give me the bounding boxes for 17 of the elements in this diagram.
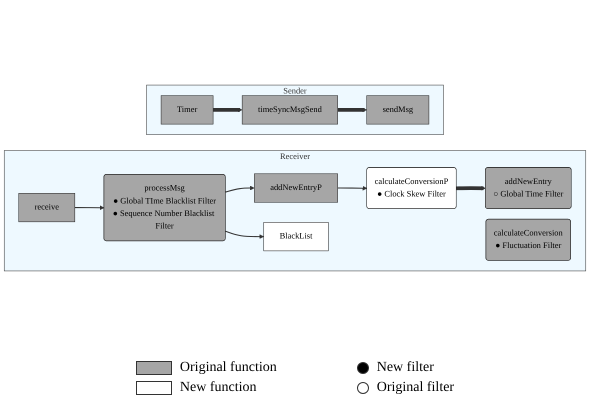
node-box: Timer — [160, 95, 214, 124]
legend-label: New filter — [376, 360, 434, 376]
arrow — [225, 230, 264, 239]
arrow — [213, 108, 242, 112]
node-box: addNewEntryP — [254, 174, 338, 203]
node-box: BlackList — [264, 222, 329, 252]
arrow — [456, 186, 486, 191]
arrow — [74, 205, 104, 210]
legend-label: Original filter — [376, 380, 454, 396]
legend-label: Original function — [180, 360, 277, 376]
node-box: receive — [18, 193, 76, 222]
arrow — [338, 108, 367, 112]
arrow — [338, 186, 368, 191]
node-box: timeSyncMsgSend — [242, 95, 338, 124]
legend-label: New function — [180, 380, 256, 396]
arrow — [225, 186, 255, 193]
node-box: sendMsg — [366, 95, 430, 124]
